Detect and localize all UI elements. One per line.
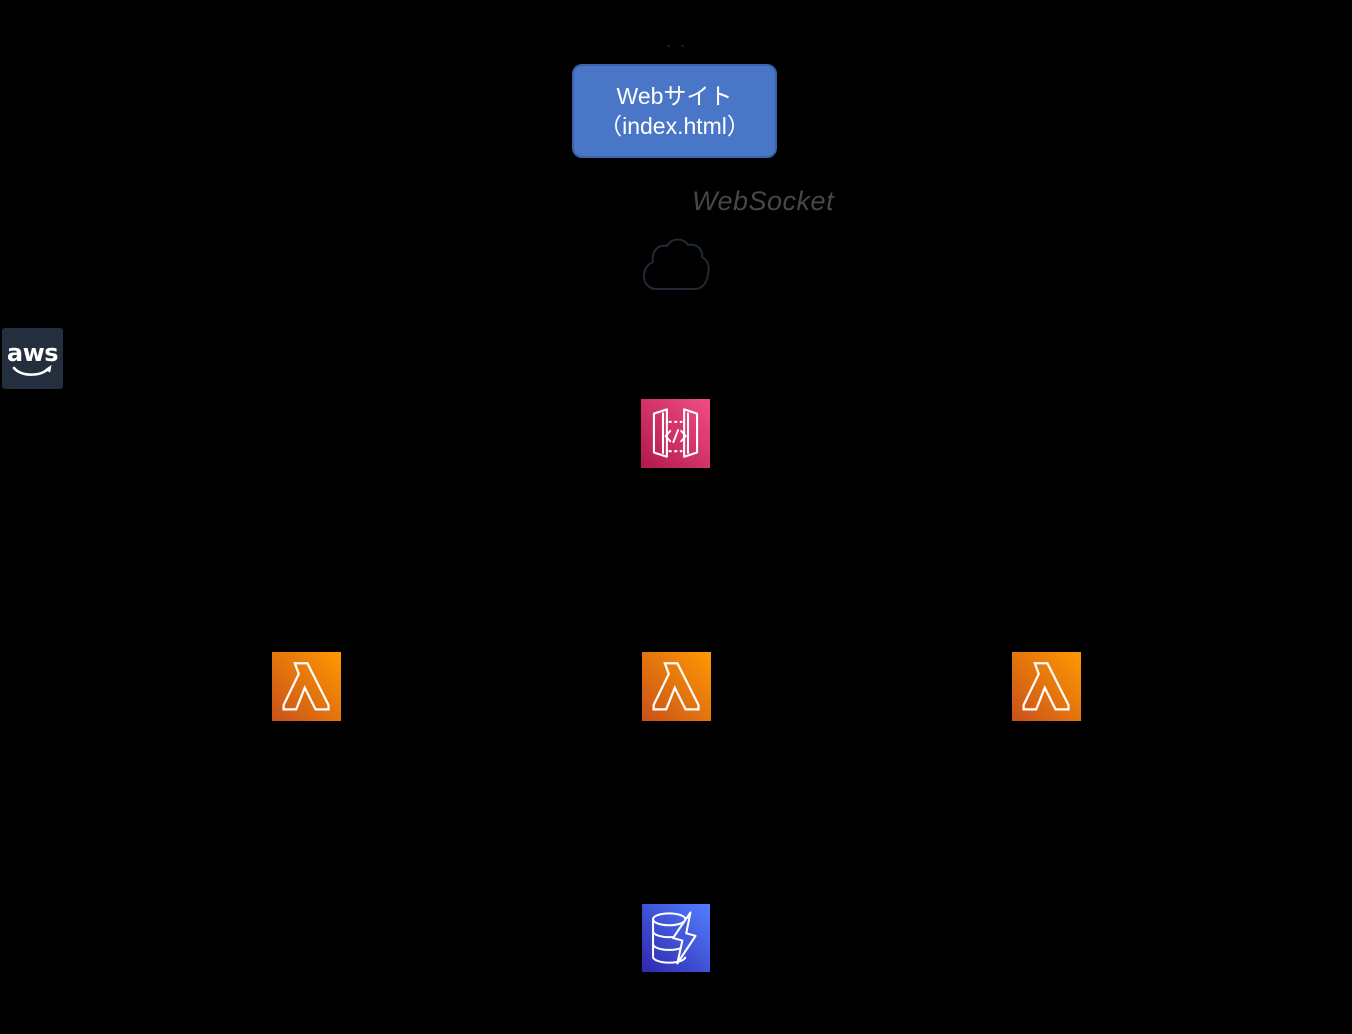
faint-artifact-dot [667,45,670,47]
website-box-label-line1: Webサイト [616,82,733,109]
lambda-icon-right [1012,652,1081,721]
website-box-label-line2: （index.html） [599,113,750,139]
dynamodb-icon [642,904,710,972]
aws-smile-swoosh [12,366,50,376]
aws-smile-arrow-tip [44,365,52,373]
lightning-bolt-icon [672,911,697,965]
code-slash-icon [664,429,687,444]
api-gateway-tile-bg [641,399,710,468]
lambda-icon-center [642,652,711,721]
lambda-icon-left [272,652,341,721]
aws-logo: aws [2,328,63,389]
api-gateway-icon [641,399,710,468]
aws-logo-graphic: aws [7,339,59,376]
website-box: Webサイト （index.html） [572,64,777,158]
aws-logo-text: aws [7,339,58,367]
aws-cloud-outline-icon [642,238,710,290]
faint-artifact-dot [681,45,684,47]
api-gateway-gates [652,408,699,458]
websocket-label: WebSocket [692,186,835,216]
